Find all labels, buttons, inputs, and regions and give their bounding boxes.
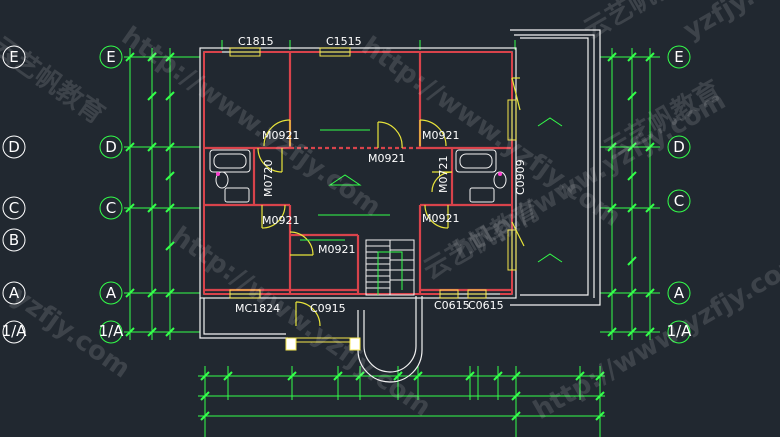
axis-bubble-a-left: A [2, 281, 26, 305]
axis-bubble-1a-inner: 1/A [99, 320, 125, 344]
axis-bubble-d-left: D [2, 135, 26, 159]
bathroom-fixtures-west [209, 149, 251, 203]
svg-text:1/A: 1/A [99, 322, 125, 340]
bathroom-fixtures-east [455, 149, 507, 203]
bathtub-icon [455, 149, 497, 173]
axis-bubble-d-right: D [667, 135, 691, 159]
svg-text:D: D [673, 138, 685, 156]
right-axis-bubbles: E D C A 1/A [667, 45, 693, 344]
doors [257, 77, 525, 327]
door-m0921-center[interactable] [377, 121, 403, 149]
door-m0921-ne[interactable] [419, 119, 447, 147]
dimension-lines [124, 40, 660, 437]
svg-text:D: D [8, 138, 20, 156]
axis-bubble-a-right: A [667, 281, 691, 305]
label-m0921-sw: M0921 [262, 214, 300, 227]
label-c0615-b: C0615 [468, 299, 504, 312]
label-m0921-south: M0921 [318, 243, 356, 256]
window-mc1824[interactable] [229, 289, 261, 299]
label-m0921-se: M0921 [422, 212, 460, 225]
svg-text:http://www.yzfjy.com: http://www.yzfjy.com [166, 221, 436, 423]
windows [229, 47, 517, 351]
staircase [365, 239, 415, 296]
svg-text:C: C [674, 192, 684, 210]
svg-text:A: A [9, 284, 20, 302]
svg-text:A: A [674, 284, 685, 302]
svg-text:1/A: 1/A [2, 322, 28, 340]
axis-bubble-c-left: C [2, 196, 26, 220]
axis-bubble-a-inner: A [99, 281, 123, 305]
inner-left-axis-bubbles: E D C A 1/A [99, 45, 125, 344]
label-c1515: C1515 [326, 35, 362, 48]
label-c0615-a: C0615 [434, 299, 470, 312]
door-m0921-sw[interactable] [261, 204, 286, 229]
svg-text:C: C [106, 199, 116, 217]
sink-icon [224, 187, 250, 203]
label-m0921-nw: M0921 [262, 129, 300, 142]
svg-text:D: D [105, 138, 117, 156]
svg-text:yzfjy.com: yzfjy.com [679, 0, 780, 46]
label-c0909: C0909 [514, 159, 527, 195]
window-c0615-a[interactable] [439, 289, 459, 299]
door-m0921-nw[interactable] [263, 119, 291, 147]
window-c0615-b[interactable] [467, 289, 487, 299]
wall-hatch [203, 51, 513, 295]
level-markers [300, 117, 563, 263]
window-c0909[interactable] [507, 99, 517, 141]
axis-bubble-b-left: B [2, 228, 26, 252]
door-east-upper[interactable] [511, 77, 521, 111]
door-m0721[interactable] [431, 171, 453, 193]
door-m0720[interactable] [257, 147, 283, 173]
window-c0915[interactable] [288, 337, 358, 343]
svg-text:E: E [106, 48, 115, 66]
svg-text:http://www.yzfjy.com: http://www.yzfjy.com [529, 246, 780, 426]
svg-text:C: C [9, 199, 19, 217]
svg-text:1/A: 1/A [667, 322, 693, 340]
window-labels: C1815 C1515 MC1824 C0915 C0615 C0615 C09… [235, 35, 527, 315]
label-c1815: C1815 [238, 35, 274, 48]
axis-bubble-d-inner: D [99, 135, 123, 159]
svg-text:http://www.yzfjy.com: http://www.yzfjy.com [356, 31, 626, 233]
svg-text:A: A [106, 284, 117, 302]
svg-text:E: E [9, 48, 18, 66]
door-balcony[interactable] [295, 301, 321, 327]
axis-bubble-c-right: C [667, 189, 691, 213]
svg-text:E: E [674, 48, 683, 66]
door-m0921-south[interactable] [289, 231, 314, 256]
window-east-lower[interactable] [507, 229, 517, 271]
axis-bubble-1a-right: 1/A [667, 320, 693, 344]
label-c0915: C0915 [310, 302, 346, 315]
label-m0921-ne: M0921 [422, 129, 460, 142]
door-east-lower[interactable] [511, 221, 525, 247]
axis-bubble-1a-left: 1/A [2, 320, 28, 344]
left-outer-axis-bubbles: E D C B A 1/A [2, 45, 28, 344]
axis-bubble-e-inner: E [99, 45, 123, 69]
axis-bubble-c-inner: C [99, 196, 123, 220]
watermark: http://www.yzfjy.com http://www.yzfjy.co… [0, 0, 780, 426]
door-m0921-se[interactable] [424, 204, 449, 229]
door-labels: M0921 M0921 M0921 M0720 M0721 M0921 M092… [262, 129, 460, 256]
label-mc1824: MC1824 [235, 302, 280, 315]
svg-text:B: B [9, 231, 19, 249]
label-m0720: M0720 [262, 160, 275, 198]
toilet-icon [215, 171, 229, 189]
bathtub-icon [209, 149, 251, 173]
sink-icon [469, 187, 495, 203]
label-m0721: M0721 [437, 156, 450, 194]
axis-bubble-e-right: E [667, 45, 691, 69]
label-m0921-center: M0921 [368, 152, 406, 165]
axis-bubble-e-left: E [2, 45, 26, 69]
window-c1515[interactable] [319, 47, 351, 57]
svg-text:云艺帆教育: 云艺帆教育 [0, 30, 110, 130]
window-c1815[interactable] [229, 47, 261, 57]
